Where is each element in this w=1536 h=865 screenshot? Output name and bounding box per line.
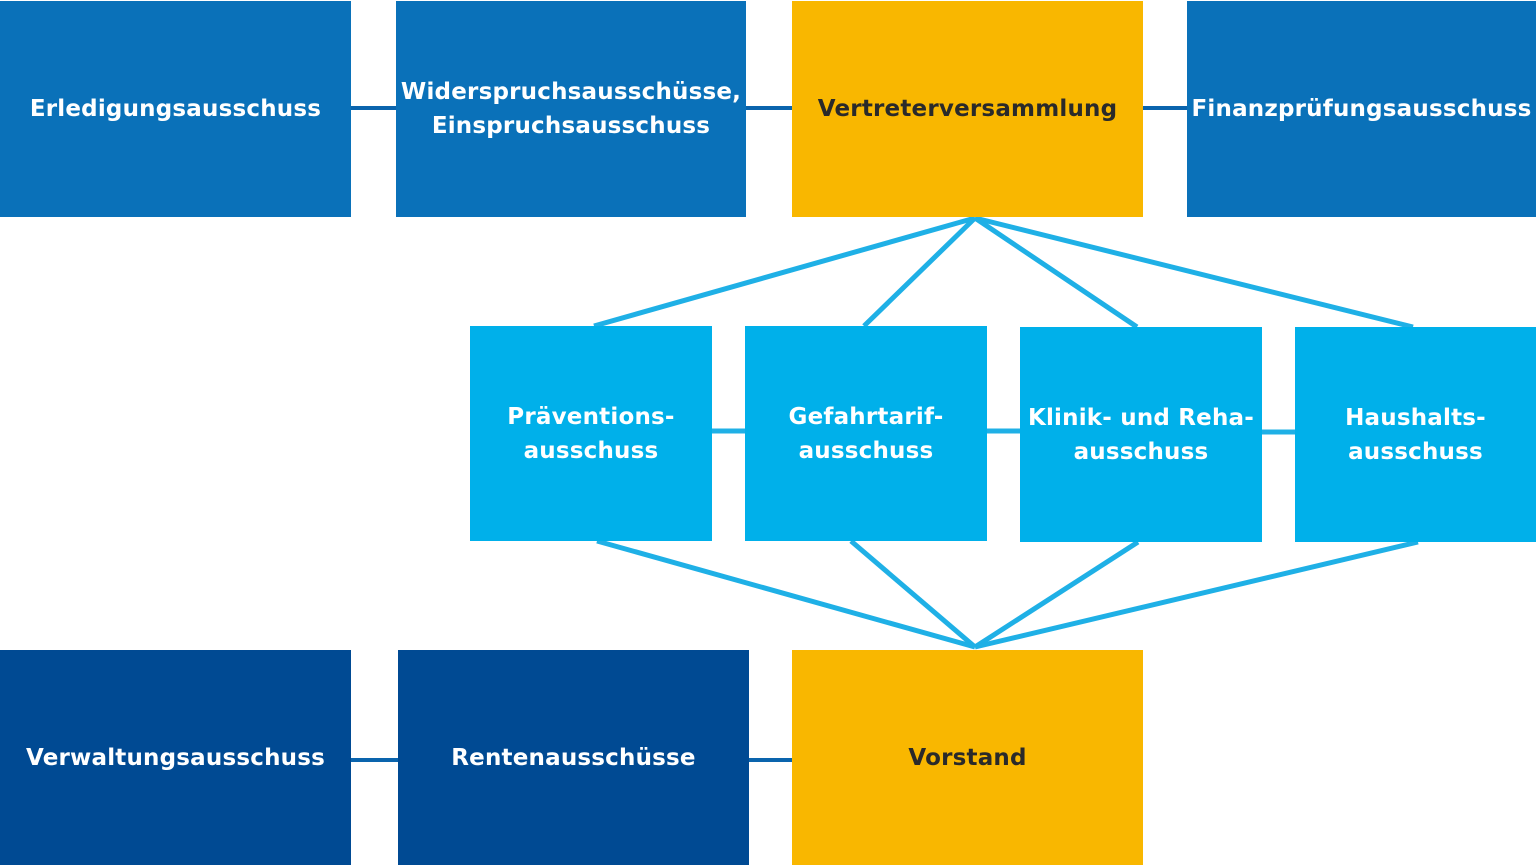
- label-finanzpruefungsausschuss: Finanzprüfungsausschuss: [1191, 96, 1532, 122]
- label-gefahrtarifausschuss: Gefahrtarif- ausschuss: [788, 403, 944, 464]
- link-klinik-vorstand: [973, 539, 1140, 650]
- label-vertreterversammlung: Vertreterversammlung: [817, 96, 1118, 122]
- link-vertreter-klinik: [973, 215, 1139, 330]
- label-klinik-und-rehaausschuss: Klinik- und Reha- ausschuss: [1027, 404, 1255, 465]
- label-rentenausschuesse: Rentenausschüsse: [451, 744, 696, 771]
- box-rentenausschuesse: Rentenausschüsse: [398, 650, 749, 865]
- link-gefahrtarif-vorstand: [849, 539, 977, 649]
- box-vorstand: Vorstand: [792, 650, 1143, 865]
- link-haushalt-vorstand: [974, 539, 1419, 650]
- box-finanzpruefungsausschuss: Finanzprüfungsausschuss: [1187, 1, 1536, 217]
- box-erledigungsausschuss: Erledigungsausschuss: [0, 1, 351, 217]
- link-vertreter-praevention: [593, 215, 976, 329]
- link-vertreter-haushalt: [974, 215, 1414, 330]
- link-praevention-vorstand: [596, 538, 976, 650]
- box-haushaltsausschuss: Haushalts- ausschuss: [1295, 327, 1536, 542]
- box-verwaltungsausschuss: Verwaltungsausschuss: [0, 650, 351, 865]
- box-vertreterversammlung: Vertreterversammlung: [792, 1, 1143, 217]
- label-praeventionsausschuss: Präventions- ausschuss: [507, 403, 675, 464]
- box-praeventionsausschuss: Präventions- ausschuss: [470, 326, 712, 541]
- label-verwaltungsausschuss: Verwaltungsausschuss: [25, 744, 326, 771]
- label-vorstand: Vorstand: [908, 744, 1027, 771]
- box-widerspruchsausschuesse: Widerspruchsausschüsse, Einspruchsaussch…: [396, 1, 746, 217]
- link-vertreter-gefahrtarif: [862, 216, 977, 328]
- label-haushaltsausschuss: Haushalts- ausschuss: [1345, 404, 1486, 465]
- box-gefahrtarifausschuss: Gefahrtarif- ausschuss: [745, 326, 987, 541]
- label-erledigungsausschuss: Erledigungsausschuss: [29, 96, 322, 122]
- box-klinik-und-rehaausschuss: Klinik- und Reha- ausschuss: [1020, 327, 1262, 542]
- label-widerspruchsausschuesse: Widerspruchsausschüsse, Einspruchsaussch…: [400, 79, 742, 139]
